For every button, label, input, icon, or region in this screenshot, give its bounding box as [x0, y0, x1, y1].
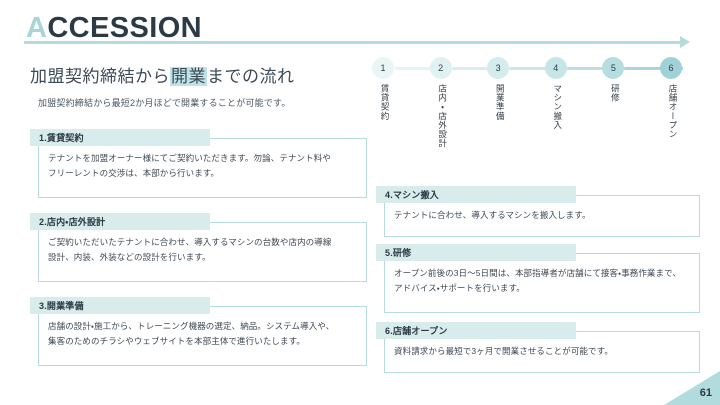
- step-card-title: 6.店舗オープン: [376, 322, 576, 339]
- step-card-title: 1.賃貸契約: [30, 129, 210, 146]
- page-number-triangle: [664, 371, 720, 405]
- step-card-title: 2.店内・店外設計: [30, 213, 210, 230]
- step-card-text-line: ご契約いただいたテナントに合わせ、導入するマシンの台数や店内の導線: [48, 237, 332, 247]
- step-card: 6.店舗オープン資料請求から最短で3ヶ月で開業させることが可能です。: [376, 322, 700, 374]
- step-card-text: ご契約いただいたテナントに合わせ、導入するマシンの台数や店内の導線設計、内装、外…: [48, 235, 357, 265]
- timeline-label-2: 店内・店外設計: [437, 84, 448, 148]
- timeline: 1 賃貸契約 2 店内・店外設計 3 開業準備 4 マシン搬入 5 研修 6 店舗オープン: [371, 57, 693, 177]
- brand-lead-letter: A: [26, 12, 48, 44]
- step-card-text-line: テナントに合わせ、導入するマシンを搬入します。: [394, 210, 591, 220]
- page-number-text: 61: [699, 387, 712, 399]
- page-title: 加盟契約締結から開業までの流れ: [30, 62, 295, 87]
- page-title-suffix: までの流れ: [207, 67, 295, 86]
- slide-header: ACCESSION: [0, 8, 720, 48]
- timeline-segment: [567, 67, 626, 70]
- step-card-title: 5.研修: [376, 244, 576, 261]
- step-card-text-line: 資料請求から最短で3ヶ月で開業させることが可能です。: [394, 346, 613, 356]
- page-title-highlight: 開業: [170, 67, 207, 86]
- step-card-text-line: アドバイス・サポートを行います。: [394, 282, 525, 293]
- timeline-node-1[interactable]: 1: [372, 57, 394, 79]
- page-title-prefix: 加盟契約締結から: [30, 67, 170, 86]
- timeline-node-4[interactable]: 4: [544, 57, 567, 79]
- step-card-text-line: 店舗の設計・施工から、トレーニング機器の選定、納品。システム導入や、: [48, 321, 335, 331]
- step-card: 1.賃貸契約テナントを加盟オーナー様にてご契約いただきます。勿論、テナント料やフ…: [30, 129, 367, 199]
- step-card-text-line: 集客のためのチラシやウェブサイトを本部主体で進行いたします。: [48, 335, 305, 346]
- timeline-label-5: 研修: [610, 84, 621, 103]
- step-card: 4.マシン搬入テナントに合わせ、導入するマシンを搬入します。: [376, 186, 700, 238]
- step-card-text-line: テナントを加盟オーナー様にてご契約いただきます。勿論、テナント料や: [48, 153, 331, 163]
- step-card-text: テナントを加盟オーナー様にてご契約いただきます。勿論、テナント料やフリーレントの…: [48, 151, 357, 181]
- timeline-track: [383, 67, 683, 70]
- page-number-badge: 61: [664, 371, 720, 405]
- timeline-node-2[interactable]: 2: [429, 57, 452, 79]
- step-card-text: オープン前後の3日～5日間は、本部指導者が店舗にて接客・事務作業まで、アドバイス…: [394, 266, 690, 296]
- step-card-text-line: オープン前後の3日～5日間は、本部指導者が店舗にて接客・事務作業まで、: [394, 268, 681, 278]
- brand-rest: CCESSION: [47, 12, 203, 44]
- timeline-label-3: 開業準備: [495, 84, 506, 121]
- timeline-segment: [625, 67, 683, 70]
- timeline-segment: [452, 67, 511, 70]
- timeline-segment: [510, 67, 568, 70]
- timeline-label-1: 賃貸契約: [380, 84, 390, 121]
- timeline-node-5[interactable]: 5: [602, 57, 625, 79]
- header-rule: [24, 41, 682, 44]
- page-lede: 加盟契約締結から最短2か月ほどで開業することが可能です。: [38, 98, 291, 108]
- step-card-text: テナントに合わせ、導入するマシンを搬入します。: [394, 208, 690, 223]
- step-card-title: 4.マシン搬入: [376, 186, 576, 203]
- timeline-label-6: 店舗オープン: [668, 84, 678, 139]
- step-card: 2.店内・店外設計ご契約いただいたテナントに合わせ、導入するマシンの台数や店内の…: [30, 213, 367, 283]
- step-card-text-line: フリーレントの交渉は、本部から行います。: [48, 167, 220, 178]
- step-card-title: 3.開業準備: [30, 297, 210, 314]
- brand-title: ACCESSION: [26, 14, 202, 43]
- step-card-text-line: 設計、内装、外装などの設計を行います。: [48, 251, 211, 262]
- timeline-node-6[interactable]: 6: [660, 57, 682, 79]
- step-card: 3.開業準備店舗の設計・施工から、トレーニング機器の選定、納品。システム導入や、…: [30, 297, 367, 367]
- timeline-node-3[interactable]: 3: [487, 57, 510, 79]
- timeline-label-4: マシン搬入: [552, 84, 563, 130]
- step-card: 5.研修オープン前後の3日～5日間は、本部指導者が店舗にて接客・事務作業まで、ア…: [376, 244, 700, 314]
- step-card-text: 店舗の設計・施工から、トレーニング機器の選定、納品。システム導入や、集客のための…: [48, 319, 357, 349]
- timeline-segment: [395, 67, 453, 70]
- step-card-text: 資料請求から最短で3ヶ月で開業させることが可能です。: [394, 344, 690, 359]
- arrow-right-icon: [680, 36, 690, 48]
